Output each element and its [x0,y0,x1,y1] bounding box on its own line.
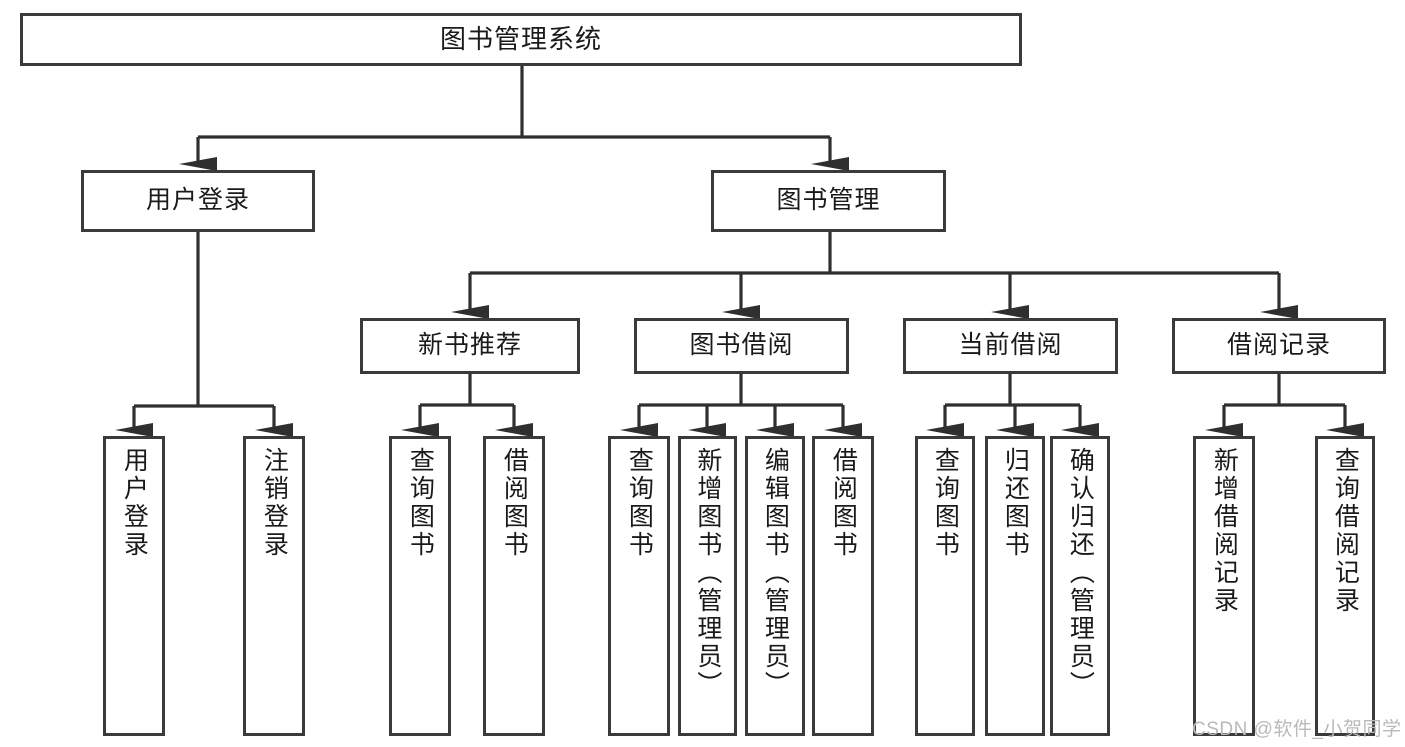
leaf-query-books-recommend[interactable]: 查询图书 [389,436,451,736]
node-book-management-label: 图书管理 [776,186,881,215]
leaf-borrow-book-label: 借阅图书 [829,447,858,559]
leaf-user-login[interactable]: 用户登录 [103,436,165,736]
leaf-query-books-recommend-label: 查询图书 [406,447,435,559]
node-borrow-records-label: 借阅记录 [1226,331,1331,360]
root-node-label: 图书管理系统 [439,24,602,55]
node-new-book-recommend-label: 新书推荐 [417,331,522,360]
leaf-query-books-borrow-label: 查询图书 [625,447,654,559]
leaf-query-borrow-record[interactable]: 查询借阅记录 [1315,436,1375,736]
leaf-query-books-current-label: 查询图书 [931,447,960,559]
root-node-book-management-system[interactable]: 图书管理系统 [20,13,1022,66]
leaf-add-book-admin-label: 新增图书（管理员） [693,447,722,699]
node-new-book-recommend[interactable]: 新书推荐 [360,318,580,374]
leaf-query-books-borrow[interactable]: 查询图书 [608,436,670,736]
leaf-borrow-books-recommend[interactable]: 借阅图书 [483,436,545,736]
leaf-borrow-book[interactable]: 借阅图书 [812,436,874,736]
leaf-edit-book-admin-label: 编辑图书（管理员） [761,447,790,699]
csdn-watermark: CSDN @软件_小贺同学 [1192,719,1402,740]
node-book-borrow-label: 图书借阅 [689,331,794,360]
leaf-return-book-label: 归还图书 [1001,447,1030,559]
node-current-borrow[interactable]: 当前借阅 [903,318,1118,374]
node-book-management[interactable]: 图书管理 [711,170,946,232]
leaf-confirm-return-admin[interactable]: 确认归还（管理员） [1050,436,1110,736]
node-book-borrow[interactable]: 图书借阅 [634,318,849,374]
node-user-login-label: 用户登录 [145,186,250,215]
leaf-add-borrow-record[interactable]: 新增借阅记录 [1193,436,1255,736]
leaf-add-borrow-record-label: 新增借阅记录 [1210,447,1239,615]
leaf-add-book-admin[interactable]: 新增图书（管理员） [678,436,737,736]
leaf-query-borrow-record-label: 查询借阅记录 [1331,447,1360,615]
node-borrow-records[interactable]: 借阅记录 [1172,318,1386,374]
leaf-edit-book-admin[interactable]: 编辑图书（管理员） [745,436,805,736]
leaf-query-books-current[interactable]: 查询图书 [915,436,975,736]
leaf-logout-login[interactable]: 注销登录 [243,436,305,736]
leaf-borrow-books-recommend-label: 借阅图书 [500,447,529,559]
node-user-login[interactable]: 用户登录 [81,170,315,232]
leaf-confirm-return-admin-label: 确认归还（管理员） [1066,447,1095,699]
node-current-borrow-label: 当前借阅 [958,331,1063,360]
leaf-return-book[interactable]: 归还图书 [985,436,1045,736]
leaf-logout-login-label: 注销登录 [260,447,289,559]
leaf-user-login-label: 用户登录 [120,447,149,559]
